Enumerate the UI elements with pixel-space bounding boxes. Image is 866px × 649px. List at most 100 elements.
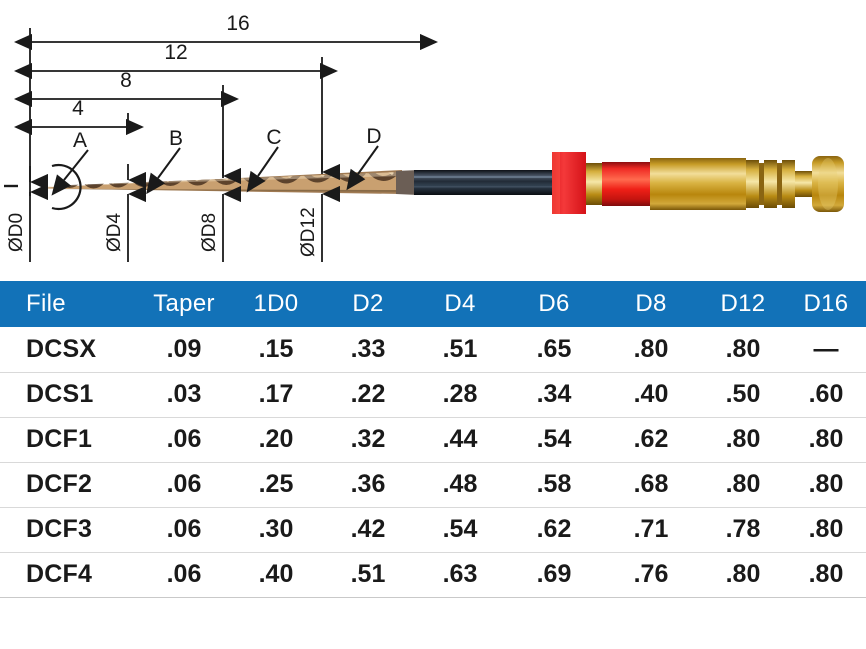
cell-taper: .06 <box>138 462 230 508</box>
cell-d8: .40 <box>602 372 700 418</box>
cell-d4: .54 <box>414 507 506 553</box>
cell-d0: .20 <box>230 417 322 463</box>
cell-d8: .71 <box>602 507 700 553</box>
handle-body <box>650 158 746 210</box>
table-row[interactable]: DCF1 .06 .20 .32 .44 .54 .62 .80 .80 <box>0 417 866 463</box>
handle-neck <box>795 171 812 197</box>
cell-d12: .80 <box>700 462 786 508</box>
cell-d6: .69 <box>506 552 602 598</box>
cell-d12: .80 <box>700 552 786 598</box>
table-row[interactable]: DCF2 .06 .25 .36 .48 .58 .68 .80 .80 <box>0 462 866 508</box>
brass-ferrule <box>586 163 602 205</box>
cell-taper: .06 <box>138 552 230 598</box>
cell-d6: .34 <box>506 372 602 418</box>
dimension-12: 12 <box>14 41 338 80</box>
file-shaft <box>414 170 562 195</box>
cell-d2: .51 <box>322 552 414 598</box>
spec-table: File Taper 1D0 D2 D4 D6 D8 D12 D16 DCSX … <box>0 281 866 598</box>
column-header-d4[interactable]: D4 <box>414 281 506 327</box>
diameter-label-d12: ØD12 <box>298 207 319 257</box>
dimension-8: 8 <box>14 69 239 108</box>
cell-d6: .58 <box>506 462 602 508</box>
cell-d0: .15 <box>230 327 322 373</box>
cell-d16: .80 <box>786 552 866 598</box>
column-header-file[interactable]: File <box>0 281 138 327</box>
column-header-d2[interactable]: D2 <box>322 281 414 327</box>
cell-d0: .25 <box>230 462 322 508</box>
tip-callout <box>4 163 82 211</box>
cell-d2: .33 <box>322 327 414 373</box>
handle-grooves <box>746 160 795 208</box>
cell-d2: .22 <box>322 372 414 418</box>
cell-d2: .32 <box>322 417 414 463</box>
cell-d12: .80 <box>700 327 786 373</box>
zone-label-b: B <box>169 127 183 150</box>
column-header-d0[interactable]: 1D0 <box>230 281 322 327</box>
zone-label-d: D <box>366 125 381 148</box>
table-row[interactable]: DCS1 .03 .17 .22 .28 .34 .40 .50 .60 <box>0 372 866 418</box>
cell-d12: .50 <box>700 372 786 418</box>
cell-d4: .51 <box>414 327 506 373</box>
diameter-label-d0: ØD0 <box>6 213 27 252</box>
table-row[interactable]: DCF3 .06 .30 .42 .54 .62 .71 .78 .80 <box>0 507 866 553</box>
cell-d0: .30 <box>230 507 322 553</box>
cell-d8: .76 <box>602 552 700 598</box>
cell-taper: .06 <box>138 417 230 463</box>
file-blade <box>46 170 418 195</box>
table-header-row: File Taper 1D0 D2 D4 D6 D8 D12 D16 <box>0 281 866 327</box>
cell-d4: .44 <box>414 417 506 463</box>
cell-file: DCF4 <box>0 552 138 598</box>
cell-d16: — <box>786 327 866 373</box>
color-collar <box>602 162 650 206</box>
column-header-d6[interactable]: D6 <box>506 281 602 327</box>
dimension-label-16: 16 <box>226 12 249 35</box>
cell-taper: .03 <box>138 372 230 418</box>
zone-label-c: C <box>266 126 281 149</box>
diameter-label-d4: ØD4 <box>104 213 125 253</box>
table-body: DCSX .09 .15 .33 .51 .65 .80 .80 — DCS1 … <box>0 327 866 598</box>
cell-file: DCS1 <box>0 372 138 418</box>
cell-file: DCF2 <box>0 462 138 508</box>
column-header-d16[interactable]: D16 <box>786 281 866 327</box>
cell-d16: .80 <box>786 417 866 463</box>
table-row[interactable]: DCF4 .06 .40 .51 .63 .69 .76 .80 .80 <box>0 552 866 598</box>
cell-taper: .06 <box>138 507 230 553</box>
column-header-d8[interactable]: D8 <box>602 281 700 327</box>
dimension-label-12: 12 <box>164 41 187 64</box>
silicone-stop <box>552 152 586 214</box>
cell-d16: .60 <box>786 372 866 418</box>
cell-d8: .68 <box>602 462 700 508</box>
cell-d8: .80 <box>602 327 700 373</box>
table-row[interactable]: DCSX .09 .15 .33 .51 .65 .80 .80 — <box>0 327 866 373</box>
cell-d4: .63 <box>414 552 506 598</box>
cell-d6: .62 <box>506 507 602 553</box>
diameter-label-d8: ØD8 <box>199 213 220 252</box>
dimension-16: 16 <box>14 12 438 51</box>
cell-d0: .40 <box>230 552 322 598</box>
cell-d0: .17 <box>230 372 322 418</box>
cell-d2: .42 <box>322 507 414 553</box>
cell-d8: .62 <box>602 417 700 463</box>
cell-d16: .80 <box>786 507 866 553</box>
dimension-label-4: 4 <box>72 97 84 120</box>
zone-leaders <box>51 145 379 196</box>
column-header-d12[interactable]: D12 <box>700 281 786 327</box>
spec-table-container: File Taper 1D0 D2 D4 D6 D8 D12 D16 DCSX … <box>0 281 866 598</box>
cell-d12: .78 <box>700 507 786 553</box>
cell-d6: .54 <box>506 417 602 463</box>
cell-d4: .28 <box>414 372 506 418</box>
dimension-4: 4 <box>14 97 144 136</box>
cell-d16: .80 <box>786 462 866 508</box>
file-diagram: 16 12 8 4 <box>0 0 866 280</box>
cell-d4: .48 <box>414 462 506 508</box>
cell-file: DCF3 <box>0 507 138 553</box>
column-header-taper[interactable]: Taper <box>138 281 230 327</box>
cell-d12: .80 <box>700 417 786 463</box>
handle-end-knob <box>812 156 844 212</box>
zone-label-a: A <box>73 129 87 152</box>
cell-file: DCF1 <box>0 417 138 463</box>
dimension-label-8: 8 <box>120 69 132 92</box>
cell-file: DCSX <box>0 327 138 373</box>
cell-d2: .36 <box>322 462 414 508</box>
